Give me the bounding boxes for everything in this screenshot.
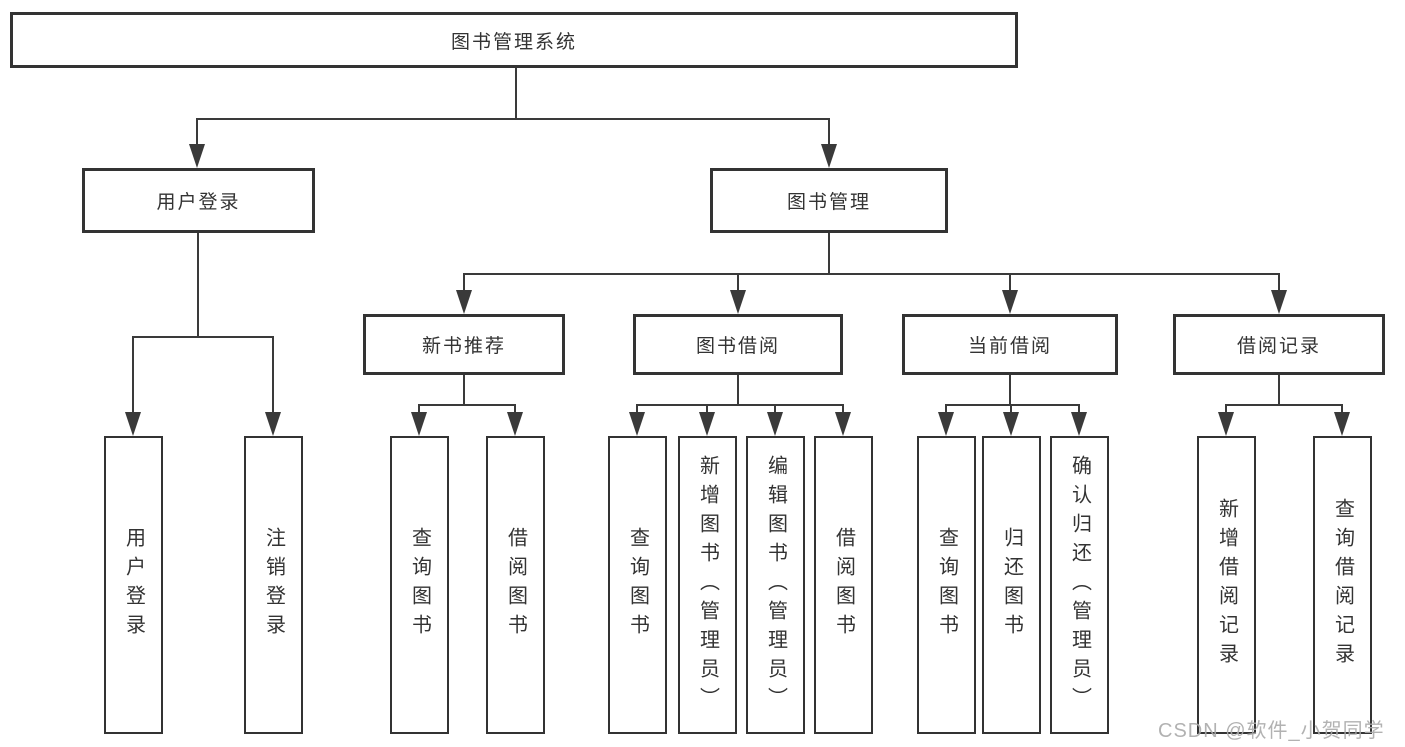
leaf-confirm-return-admin: 确认归还（管理员） — [1050, 436, 1109, 734]
leaf-logout-label: 注销登录 — [262, 527, 285, 643]
connector-line — [272, 336, 274, 416]
leaf-borrow-books-label: 借阅图书 — [832, 527, 855, 643]
leaf-confirm-return-admin-label: 确认归还（管理员） — [1068, 454, 1091, 716]
connector-line — [196, 118, 198, 150]
connector-line — [463, 375, 465, 404]
arrow-down-icon — [1218, 412, 1234, 436]
connector-line — [774, 404, 776, 416]
leaf-recommend-query-books: 查询图书 — [390, 436, 449, 734]
arrow-down-icon — [1271, 290, 1287, 314]
connector-line — [1078, 404, 1080, 416]
connector-line — [706, 404, 708, 416]
leaf-add-books-admin-label: 新增图书（管理员） — [696, 454, 719, 716]
arrow-down-icon — [1334, 412, 1350, 436]
leaf-edit-books-admin-label: 编辑图书（管理员） — [764, 454, 787, 716]
node-current-borrow: 当前借阅 — [902, 314, 1118, 375]
node-book-management: 图书管理 — [710, 168, 948, 233]
connector-line — [636, 404, 638, 416]
leaf-logout: 注销登录 — [244, 436, 303, 734]
node-library-system: 图书管理系统 — [10, 12, 1018, 68]
connector-line — [196, 118, 830, 120]
arrow-down-icon — [456, 290, 472, 314]
connector-line — [737, 375, 739, 404]
leaf-edit-books-admin: 编辑图书（管理员） — [746, 436, 805, 734]
arrow-down-icon — [767, 412, 783, 436]
connector-line — [828, 233, 830, 273]
connector-line — [1225, 404, 1227, 416]
arrow-down-icon — [265, 412, 281, 436]
arrow-down-icon — [189, 144, 205, 168]
arrow-down-icon — [938, 412, 954, 436]
connector-line — [842, 404, 844, 416]
leaf-borrow-query-books: 查询图书 — [608, 436, 667, 734]
node-book-management-label: 图书管理 — [786, 192, 871, 213]
connector-line — [514, 404, 516, 416]
node-library-system-label: 图书管理系统 — [450, 31, 577, 53]
arrow-down-icon — [411, 412, 427, 436]
leaf-borrow-query-books-label: 查询图书 — [626, 527, 649, 643]
connector-line — [1009, 375, 1011, 404]
connector-line — [1009, 273, 1011, 294]
connector-line — [1010, 404, 1012, 416]
node-user-login-label: 用户登录 — [156, 192, 241, 213]
connector-line — [197, 233, 199, 336]
arrow-down-icon — [125, 412, 141, 436]
connector-line — [828, 118, 830, 150]
node-new-book-recommend-label: 新书推荐 — [421, 336, 506, 357]
node-borrow-records: 借阅记录 — [1173, 314, 1385, 375]
arrow-down-icon — [730, 290, 746, 314]
arrow-down-icon — [1071, 412, 1087, 436]
connector-line — [945, 404, 947, 416]
node-book-borrow: 图书借阅 — [633, 314, 843, 375]
leaf-add-borrow-record-label: 新增借阅记录 — [1215, 498, 1238, 672]
arrow-down-icon — [821, 144, 837, 168]
connector-line — [463, 273, 1280, 275]
connector-line — [636, 404, 844, 406]
connector-line — [463, 273, 465, 294]
connector-line — [418, 404, 516, 406]
connector-line — [132, 336, 274, 338]
connector-line — [132, 336, 134, 416]
connector-line — [1278, 273, 1280, 294]
arrow-down-icon — [1002, 290, 1018, 314]
leaf-user-login: 用户登录 — [104, 436, 163, 734]
connector-line — [945, 404, 1080, 406]
node-user-login: 用户登录 — [82, 168, 315, 233]
node-book-borrow-label: 图书借阅 — [695, 336, 780, 357]
node-current-borrow-label: 当前借阅 — [967, 336, 1052, 357]
node-new-book-recommend: 新书推荐 — [363, 314, 565, 375]
leaf-current-query-books: 查询图书 — [917, 436, 976, 734]
leaf-borrow-books: 借阅图书 — [814, 436, 873, 734]
leaf-query-borrow-record-label: 查询借阅记录 — [1331, 498, 1354, 672]
arrow-down-icon — [629, 412, 645, 436]
leaf-query-borrow-record: 查询借阅记录 — [1313, 436, 1372, 734]
node-borrow-records-label: 借阅记录 — [1236, 336, 1321, 357]
arrow-down-icon — [835, 412, 851, 436]
arrow-down-icon — [699, 412, 715, 436]
connector-line — [1278, 375, 1280, 404]
connector-line — [1225, 404, 1343, 406]
leaf-add-books-admin: 新增图书（管理员） — [678, 436, 737, 734]
leaf-recommend-query-books-label: 查询图书 — [408, 527, 431, 643]
leaf-recommend-borrow-books-label: 借阅图书 — [504, 527, 527, 643]
leaf-current-query-books-label: 查询图书 — [935, 527, 958, 643]
arrow-down-icon — [507, 412, 523, 436]
connector-line — [515, 68, 517, 118]
leaf-user-login-label: 用户登录 — [122, 527, 145, 643]
connector-line — [418, 404, 420, 416]
leaf-return-books: 归还图书 — [982, 436, 1041, 734]
connector-line — [1341, 404, 1343, 416]
arrow-down-icon — [1003, 412, 1019, 436]
csdn-watermark: CSDN @软件_小贺同学 — [1158, 720, 1385, 742]
leaf-return-books-label: 归还图书 — [1000, 527, 1023, 643]
leaf-recommend-borrow-books: 借阅图书 — [486, 436, 545, 734]
connector-line — [737, 273, 739, 294]
leaf-add-borrow-record: 新增借阅记录 — [1197, 436, 1256, 734]
